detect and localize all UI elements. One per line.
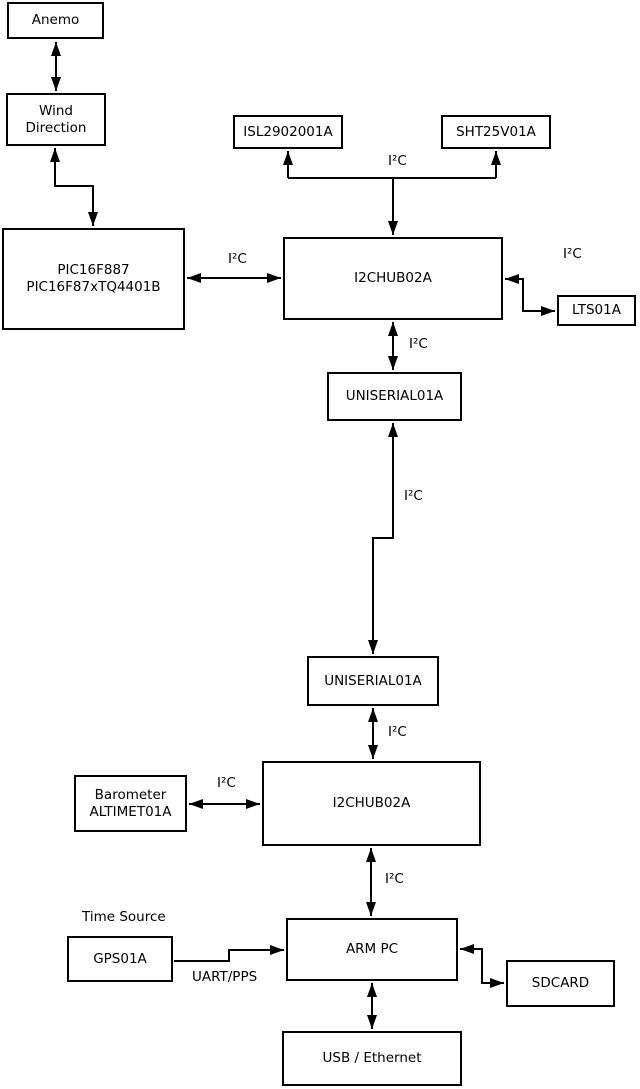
node-armpc: ARM PC — [286, 918, 458, 981]
node-uniserial1: UNISERIAL01A — [327, 372, 462, 421]
node-anemo: Anemo — [7, 2, 104, 39]
connector-gps-armpc — [174, 945, 284, 962]
edge-label-i2c-hub2-arm: I²C — [385, 871, 404, 887]
node-armpc-label: ARM PC — [345, 941, 399, 958]
edge-label-time-source: Time Source — [82, 909, 166, 925]
edge-label-i2c-serial2-hub2: I²C — [388, 724, 407, 740]
node-uniserial2-label: UNISERIAL01A — [324, 672, 422, 689]
edge-label-uart-pps: UART/PPS — [192, 969, 258, 985]
node-isl2902001a-label: ISL2902001A — [243, 123, 333, 140]
node-pic: PIC16F887 PIC16F87xTQ4401B — [2, 228, 185, 330]
node-lts01a: LTS01A — [557, 295, 636, 326]
node-usb-ethernet-label: USB / Ethernet — [322, 1050, 422, 1067]
connector-i2chub1-lts — [505, 274, 555, 316]
edge-label-i2c-hub1-sensors: I²C — [388, 153, 407, 169]
node-i2chub2: I2CHUB02A — [262, 761, 481, 846]
edge-label-i2c-hub1-serial1: I²C — [409, 336, 428, 352]
connector-uniserial1-uniserial2 — [368, 423, 398, 654]
node-barometer-line1: Barometer — [94, 786, 167, 803]
node-wind-direction: Wind Direction — [6, 93, 106, 146]
node-isl2902001a: ISL2902001A — [233, 115, 343, 149]
edge-label-i2c-serial1-serial2: I²C — [404, 488, 423, 504]
node-gps01a: GPS01A — [67, 936, 173, 982]
node-sdcard: SDCARD — [506, 960, 615, 1007]
node-usb-ethernet: USB / Ethernet — [282, 1031, 462, 1086]
node-uniserial1-label: UNISERIAL01A — [345, 388, 444, 405]
node-uniserial2: UNISERIAL01A — [307, 656, 439, 706]
node-i2chub1-label: I2CHUB02A — [354, 270, 432, 287]
node-pic-line1: PIC16F887 — [57, 262, 130, 279]
node-i2chub1: I2CHUB02A — [283, 237, 503, 320]
edge-label-i2c-hub1-lts: I²C — [563, 246, 582, 262]
node-sdcard-label: SDCARD — [531, 975, 590, 992]
node-wind-direction-line2: Direction — [25, 119, 87, 136]
node-pic-line2: PIC16F87xTQ4401B — [26, 279, 161, 295]
node-gps01a-label: GPS01A — [93, 950, 147, 967]
connector-armpc-sdcard — [460, 944, 504, 988]
node-lts01a-label: LTS01A — [572, 302, 621, 319]
node-wind-direction-line1: Wind — [39, 102, 73, 119]
edge-label-i2c-baro-hub2: I²C — [217, 775, 236, 791]
connector-winddirection-pic — [50, 148, 98, 226]
node-i2chub2-label: I2CHUB02A — [332, 795, 411, 812]
node-barometer: Barometer ALTIMET01A — [74, 775, 187, 832]
node-anemo-label: Anemo — [31, 12, 80, 29]
node-sht25v01a: SHT25V01A — [441, 115, 551, 149]
edge-label-i2c-pic-hub1: I²C — [228, 251, 247, 267]
node-barometer-line2: ALTIMET01A — [89, 803, 172, 820]
node-sht25v01a-label: SHT25V01A — [456, 123, 536, 140]
